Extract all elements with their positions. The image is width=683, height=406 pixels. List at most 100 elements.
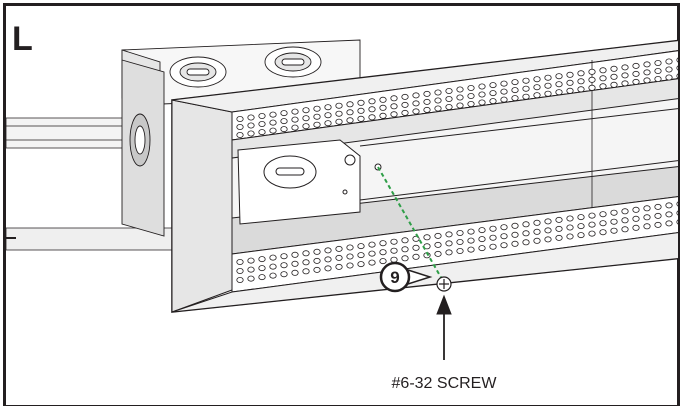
perforation-hole xyxy=(324,112,332,119)
perforation-hole xyxy=(489,90,497,97)
perforation-hole xyxy=(346,253,354,260)
perforation-hole xyxy=(511,87,519,94)
perforation-hole xyxy=(258,265,266,272)
perforation-hole xyxy=(566,233,574,240)
perforation-hole xyxy=(280,262,288,269)
perforation-hole xyxy=(577,223,585,230)
perforation-hole xyxy=(632,62,640,69)
perforation-hole xyxy=(379,96,387,103)
perforation-hole xyxy=(467,101,475,108)
perforation-hole xyxy=(247,114,255,121)
perforation-hole xyxy=(500,242,508,249)
perforation-hole xyxy=(676,210,678,216)
perforation-hole xyxy=(588,68,596,75)
perforation-hole xyxy=(511,240,519,247)
perforation-hole xyxy=(269,272,277,279)
perforation-hole xyxy=(665,66,673,73)
perforation-hole xyxy=(665,220,673,227)
perforation-hole xyxy=(324,104,332,111)
perforation-hole xyxy=(247,266,255,273)
perforation-hole xyxy=(456,247,464,254)
perforation-hole xyxy=(379,104,387,111)
perforation-hole xyxy=(654,68,662,75)
perforation-hole xyxy=(247,130,255,137)
perforation-hole xyxy=(412,100,420,107)
perforation-hole xyxy=(368,241,376,248)
perforation-hole xyxy=(258,113,266,120)
perforation-hole xyxy=(654,203,662,210)
perforation-hole xyxy=(401,101,409,108)
perforation-hole xyxy=(456,94,464,101)
junction-box xyxy=(121,39,361,237)
perforation-hole xyxy=(346,244,354,251)
perforation-hole xyxy=(313,113,321,120)
mounting-bar xyxy=(6,117,173,251)
perforation-hole xyxy=(555,225,563,232)
perforation-hole xyxy=(357,252,365,259)
perforation-hole xyxy=(401,255,409,262)
perforation-hole xyxy=(401,246,409,253)
perforation-hole xyxy=(368,250,376,257)
perforation-hole xyxy=(599,229,607,236)
perforation-hole xyxy=(269,254,277,261)
perforation-hole xyxy=(610,73,618,80)
perforation-hole xyxy=(335,254,343,261)
perforation-hole xyxy=(368,106,376,113)
perforation-hole xyxy=(302,123,310,130)
perforation-hole xyxy=(566,224,574,231)
perforation-hole xyxy=(599,220,607,227)
perforation-hole xyxy=(291,269,299,276)
perforation-hole xyxy=(379,258,387,265)
perforation-hole xyxy=(302,250,310,257)
perforation-hole xyxy=(456,238,464,245)
perforation-hole xyxy=(346,101,354,108)
perforation-hole xyxy=(478,99,486,106)
perforation-hole xyxy=(533,228,541,235)
perforation-hole xyxy=(291,251,299,258)
perforation-hole xyxy=(390,95,398,102)
perforation-hole xyxy=(555,73,563,80)
perforation-hole xyxy=(291,260,299,267)
perforation-hole xyxy=(280,126,288,133)
perforation-hole xyxy=(544,236,552,243)
screw-label: #6-32 SCREW xyxy=(392,375,498,392)
perforation-hole xyxy=(302,115,310,122)
perforation-hole xyxy=(335,118,343,125)
perforation-holes xyxy=(236,57,678,283)
perforation-hole xyxy=(236,116,244,123)
mounting-bracket xyxy=(237,139,382,225)
perforation-hole xyxy=(522,239,530,246)
perforation-hole xyxy=(258,121,266,128)
perforation-hole xyxy=(390,238,398,245)
perforation-hole xyxy=(368,98,376,105)
perforation-hole xyxy=(445,249,453,256)
perforation-hole xyxy=(478,227,486,234)
perforation-hole xyxy=(280,271,288,278)
perforation-hole xyxy=(654,212,662,219)
perforation-hole xyxy=(588,221,596,228)
perforation-hole xyxy=(379,112,387,119)
perforation-hole xyxy=(588,230,596,237)
perforation-hole xyxy=(390,247,398,254)
perforation-hole xyxy=(412,253,420,260)
perforation-hole xyxy=(467,246,475,253)
perforation-hole xyxy=(676,219,678,225)
perforation-hole xyxy=(577,232,585,239)
perforation-hole xyxy=(566,71,574,78)
perforation-hole xyxy=(335,263,343,270)
perforation-hole xyxy=(412,108,420,115)
perforation-hole xyxy=(489,82,497,89)
perforation-hole xyxy=(621,80,629,87)
part-number-callout: 9 xyxy=(379,261,433,293)
perforation-hole xyxy=(236,131,244,138)
perforation-hole xyxy=(445,104,453,111)
perforation-hole xyxy=(445,88,453,95)
perforated-strip-top xyxy=(231,50,678,141)
step-letter-label: L xyxy=(12,20,33,58)
perforation-hole xyxy=(522,77,530,84)
perforation-hole xyxy=(434,241,442,248)
perforation-hole xyxy=(412,244,420,251)
perforation-hole xyxy=(599,67,607,74)
perforation-hole xyxy=(357,107,365,114)
perforation-hole xyxy=(621,72,629,79)
